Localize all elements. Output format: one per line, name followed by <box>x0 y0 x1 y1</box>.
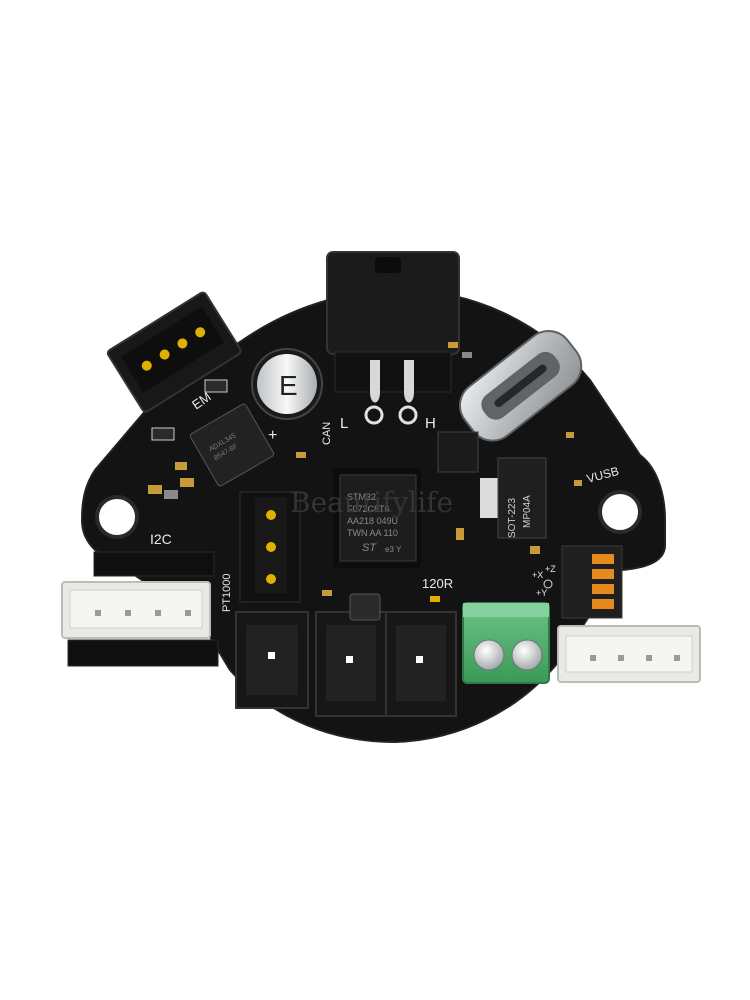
mcu-e3: e3 Y <box>385 545 402 554</box>
regulator-line2: MP04A <box>522 495 533 528</box>
accelerometer-chip: ADXL345 8547-8F <box>189 403 275 487</box>
mosfet <box>437 431 479 473</box>
angled-connector-left <box>106 291 242 413</box>
jst-connector-left <box>61 581 211 639</box>
watermark: Beautifylife <box>290 486 453 519</box>
label-plus: + <box>268 427 277 444</box>
axis-y: +Y <box>536 588 547 598</box>
axis-z: +Z <box>545 564 556 574</box>
label-h: H <box>425 415 436 432</box>
mcu-logo: ST <box>362 542 377 554</box>
smd-components-left <box>148 379 228 499</box>
mounting-hole-right <box>598 490 642 534</box>
i2c-pin-header <box>67 551 219 667</box>
mcu-line2: F072C8T6 <box>347 504 390 514</box>
push-button <box>349 593 381 621</box>
regulator-line1: SOT-223 <box>507 498 518 538</box>
mcu-chip: STM32 F072C8T6 AA218 049U TWN AA 110 ST … <box>333 468 421 568</box>
capacitor-marking: E <box>279 370 298 401</box>
gold-pin-header <box>239 491 301 603</box>
mcu-line3: AA218 049U <box>347 516 398 526</box>
label-pt1000: PT1000 <box>221 573 233 612</box>
capacitor: E <box>251 348 323 420</box>
usb-c-connector <box>458 330 583 442</box>
screw-terminal <box>462 602 550 684</box>
mcu-line1: STM32 <box>347 492 376 502</box>
axis-x: +X <box>532 570 543 580</box>
power-connector <box>326 251 460 425</box>
dip-switch <box>561 545 623 619</box>
label-can: CAN <box>321 422 333 445</box>
fan-connectors <box>235 611 457 717</box>
smd-passives <box>296 342 582 602</box>
jst-connector-right <box>557 625 701 683</box>
label-i2c: I2C <box>150 531 172 547</box>
label-120r: 120R <box>422 576 453 591</box>
label-l: L <box>340 415 348 432</box>
mounting-hole-left <box>95 495 139 539</box>
voltage-regulator: SOT-223 MP04A <box>480 457 547 539</box>
mcu-line4: TWN AA 110 <box>347 528 398 538</box>
axis-indicator: +X +Z +Y <box>532 564 556 598</box>
